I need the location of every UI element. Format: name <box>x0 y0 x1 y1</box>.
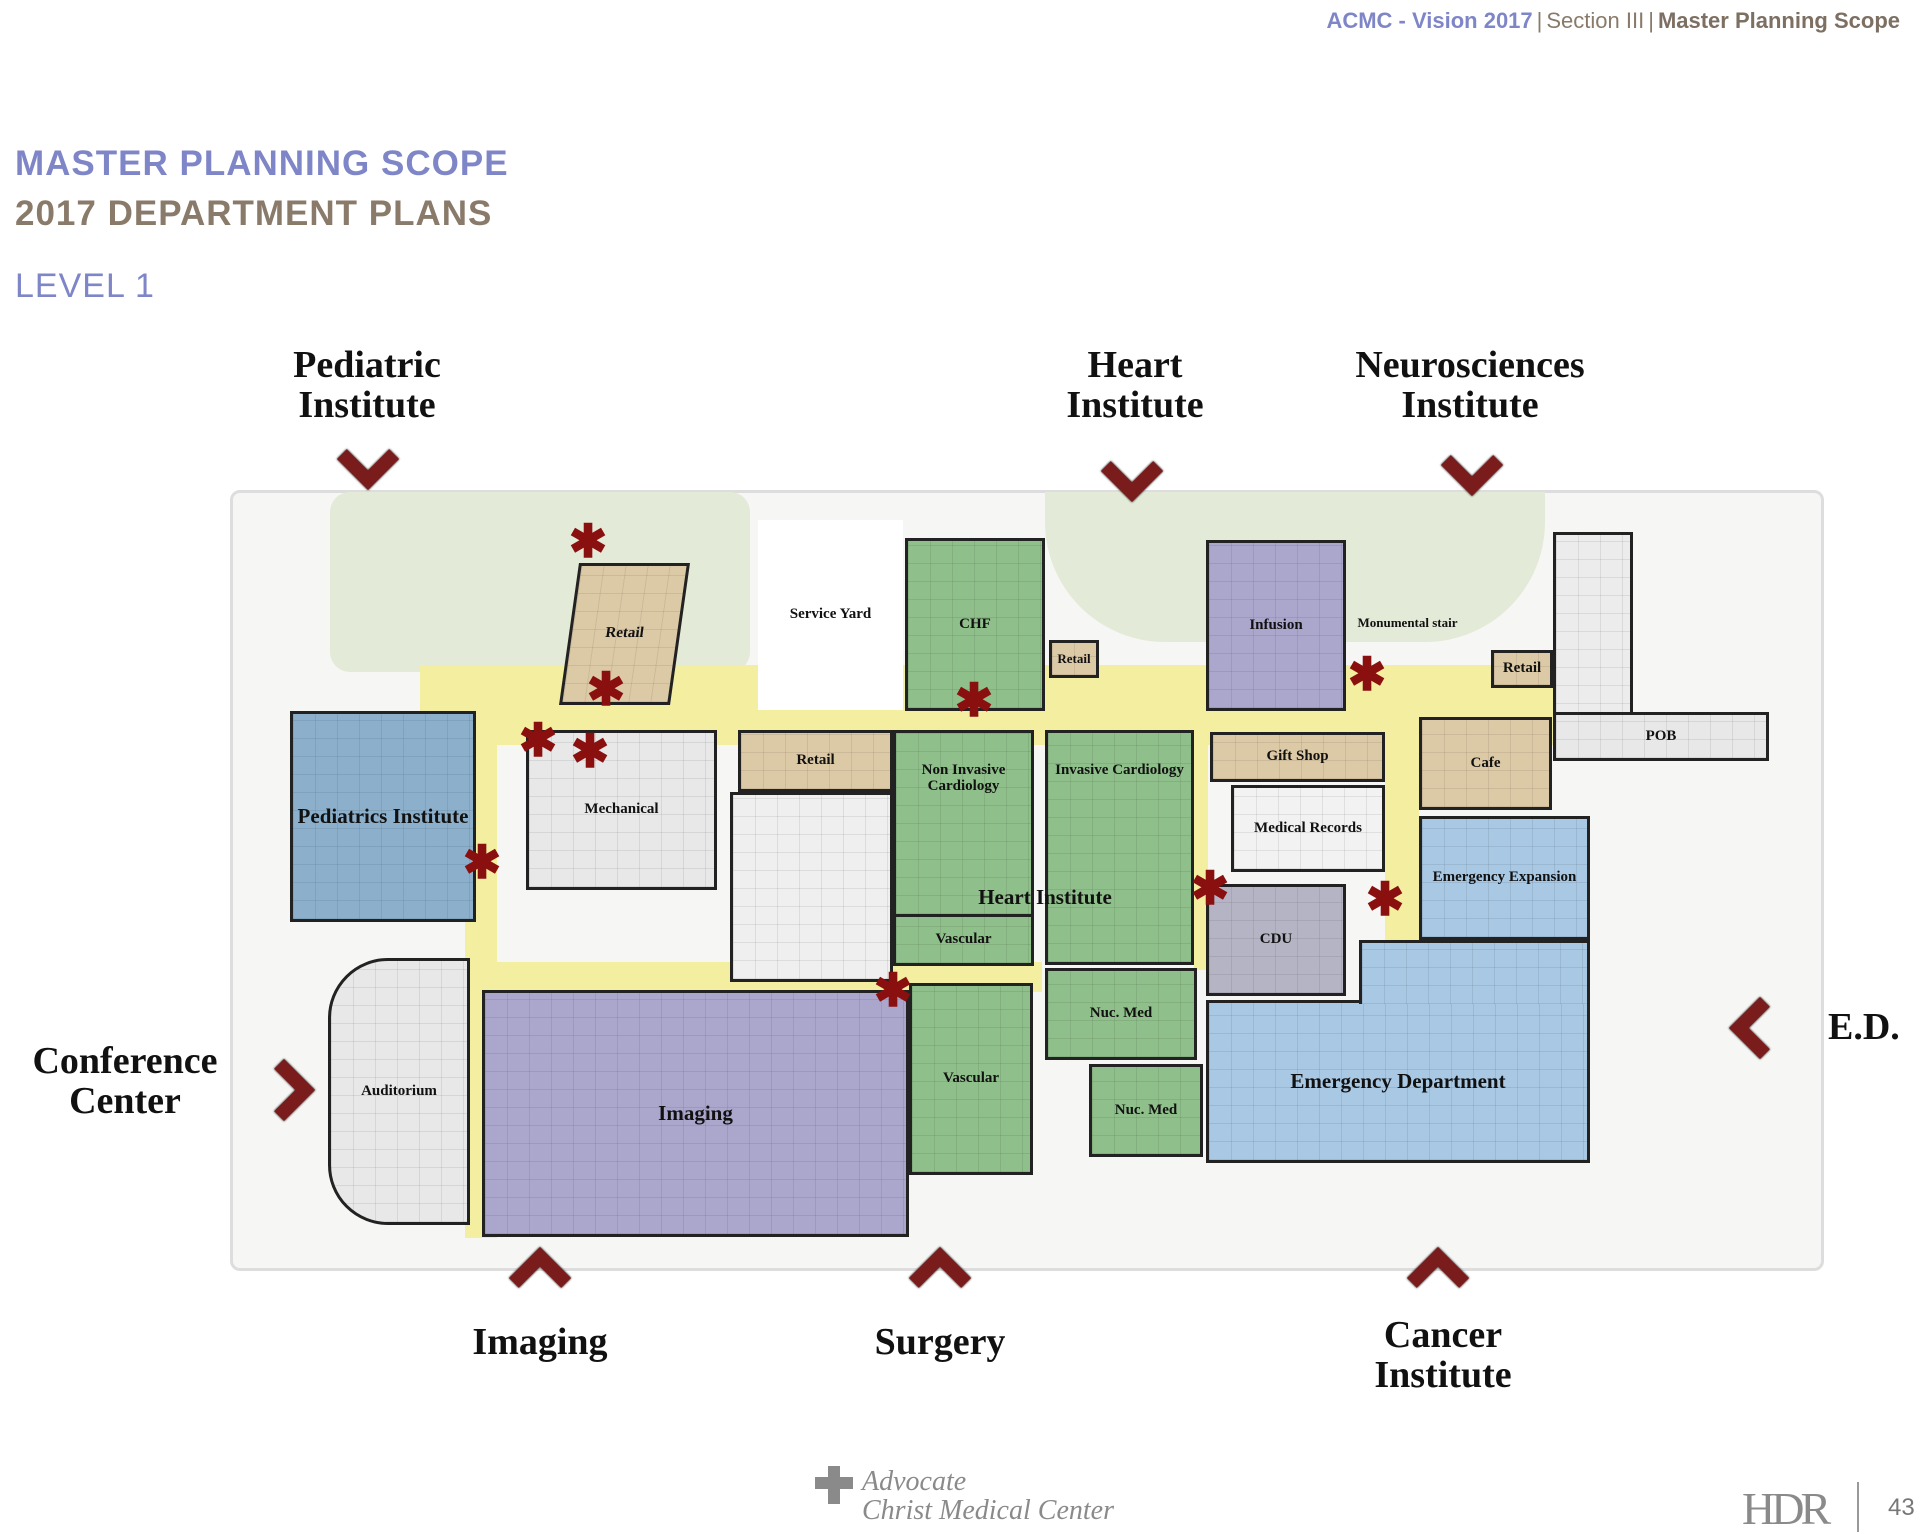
entrance-marker-icon: ✱ <box>462 836 502 888</box>
building-support <box>730 792 893 982</box>
entrance-marker-icon: ✱ <box>568 515 608 567</box>
dept-retail-mid: Retail <box>738 730 893 792</box>
advocate-logo-text: Advocate Christ Medical Center <box>862 1467 1114 1526</box>
running-header: ACMC - Vision 2017|Section III|Master Pl… <box>1326 8 1900 33</box>
dept-vascular-upper: Vascular <box>893 914 1034 966</box>
entrance-marker-icon: ✱ <box>518 714 558 766</box>
callout-cancer-institute: Cancer Institute <box>1374 1314 1512 1396</box>
callout-imaging: Imaging <box>472 1321 608 1363</box>
arrow-down-icon <box>1440 433 1504 497</box>
callout-ed: E.D. <box>1828 1006 1900 1048</box>
entrance-marker-icon: ✱ <box>1190 862 1230 914</box>
dept-retail-small: Retail <box>1049 640 1099 678</box>
dept-chf: CHF <box>905 538 1045 711</box>
dept-emergency-department-north <box>1359 940 1590 1004</box>
entrance-marker-icon: ✱ <box>1347 648 1387 700</box>
entrance-marker-icon: ✱ <box>873 964 913 1016</box>
page-number: 43 <box>1888 1494 1915 1521</box>
dept-cafe: Cafe <box>1419 717 1552 810</box>
logo-line1: Advocate <box>862 1466 967 1497</box>
dept-emergency-department: Emergency Department <box>1206 1000 1590 1163</box>
entrance-marker-icon: ✱ <box>954 674 994 726</box>
dept-non-invasive-cardiology: Non Invasive Cardiology <box>893 730 1034 917</box>
monumental-stair-label: Monumental stair <box>1357 615 1458 631</box>
dept-pob: POB <box>1553 712 1769 761</box>
dept-invasive-cardiology: Invasive Cardiology <box>1045 730 1194 965</box>
footer-divider <box>1857 1482 1859 1532</box>
entrance-marker-icon: ✱ <box>570 725 610 777</box>
dept-mechanical: Mechanical <box>526 730 717 890</box>
callout-pediatric-institute: Pediatric Institute <box>293 344 441 426</box>
dept-vascular-lower: Vascular <box>909 983 1033 1175</box>
dept-gift-shop: Gift Shop <box>1210 732 1385 782</box>
callout-surgery: Surgery <box>874 1321 1006 1363</box>
advocate-cross-logo-icon <box>815 1466 853 1504</box>
entrance-marker-icon: ✱ <box>586 663 626 715</box>
level-label: LEVEL 1 <box>15 267 155 305</box>
callout-neurosciences-institute: Neurosciences Institute <box>1355 344 1585 426</box>
logo-line2: Christ Medical Center <box>862 1495 1114 1527</box>
dept-retail-right: Retail <box>1491 650 1553 688</box>
heart-institute-label: Heart Institute <box>978 884 1112 909</box>
arrow-down-icon <box>336 427 400 491</box>
dept-medical-records: Medical Records <box>1231 785 1385 872</box>
dept-emergency-expansion: Emergency Expansion <box>1419 816 1590 940</box>
east-corridor <box>1385 717 1419 952</box>
dept-imaging: Imaging <box>482 990 909 1237</box>
header-topic: Master Planning Scope <box>1657 8 1900 33</box>
header-section: Section III <box>1546 8 1645 33</box>
entrance-marker-icon: ✱ <box>1365 873 1405 925</box>
dept-service-yard: Service Yard <box>758 520 903 710</box>
dept-nuc-med-2: Nuc. Med <box>1089 1064 1203 1157</box>
dept-infusion: Infusion <box>1206 540 1346 711</box>
dept-nuc-med-1: Nuc. Med <box>1045 968 1197 1060</box>
hdr-logo: HDR <box>1742 1483 1831 1534</box>
heart-corridor <box>1194 730 1208 970</box>
page-title: MASTER PLANNING SCOPE <box>15 144 509 183</box>
dept-auditorium: Auditorium <box>328 958 470 1225</box>
header-project: ACMC - Vision 2017 <box>1326 8 1533 33</box>
callout-conference-center: Conference Center <box>32 1040 218 1122</box>
callout-heart-institute: Heart Institute <box>1066 344 1204 426</box>
dept-cdu: CDU <box>1206 884 1346 996</box>
page-subtitle: 2017 DEPARTMENT PLANS <box>15 194 493 233</box>
dept-pediatrics-institute: Pediatrics Institute <box>290 711 476 922</box>
